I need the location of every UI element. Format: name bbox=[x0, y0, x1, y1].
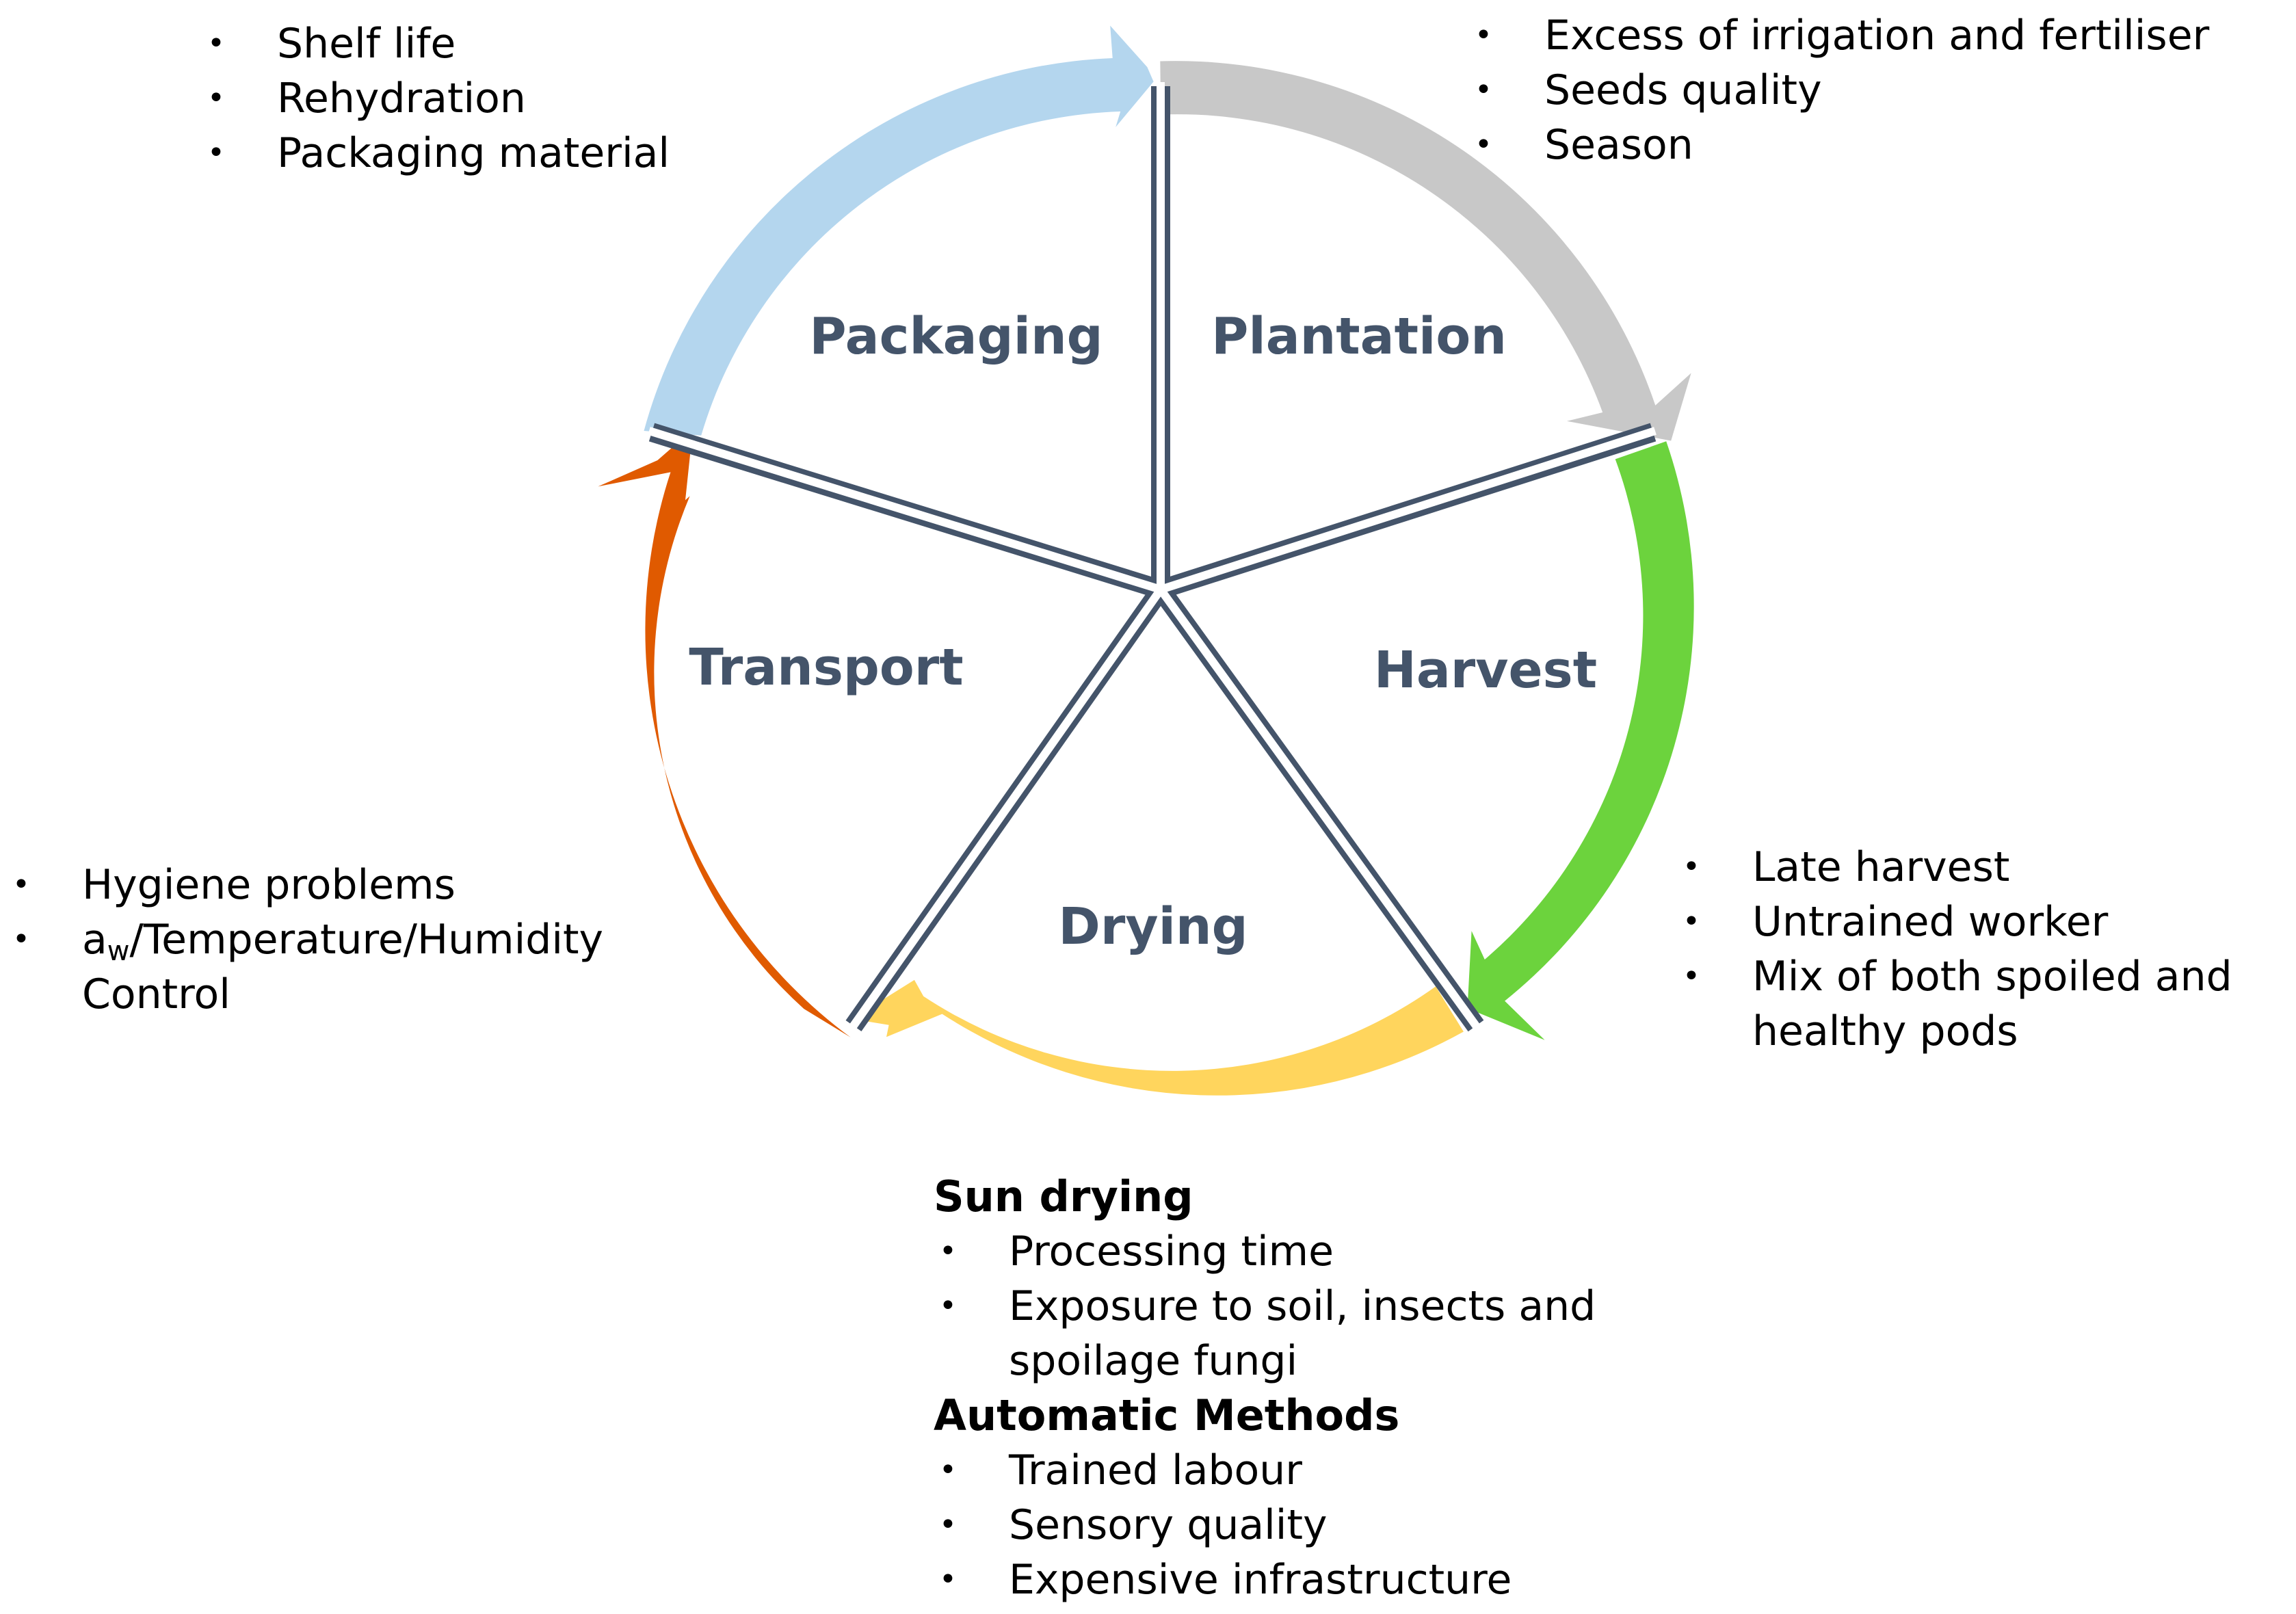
stage-label-plantation: Plantation bbox=[1211, 307, 1507, 366]
aw-subscript: w bbox=[107, 936, 130, 967]
stage-label-harvest: Harvest bbox=[1374, 641, 1597, 700]
sun-drying-heading: Sun drying bbox=[934, 1172, 1193, 1221]
list-item: Untrained worker bbox=[1677, 895, 2293, 949]
aw-symbol: a bbox=[82, 916, 107, 964]
stage-label-transport: Transport bbox=[689, 638, 963, 697]
arrow-harvest bbox=[1467, 441, 1694, 1040]
list-item: Sensory quality bbox=[934, 1498, 1686, 1552]
stage-label-packaging: Packaging bbox=[809, 307, 1103, 366]
harvest-notes: Late harvest Untrained worker Mix of bot… bbox=[1677, 840, 2293, 1059]
arrow-plantation bbox=[1160, 61, 1691, 441]
list-item: Late harvest bbox=[1677, 840, 2293, 895]
stage-label-drying: Drying bbox=[1058, 897, 1248, 956]
list-item: Mix of both spoiled and healthy pods bbox=[1677, 949, 2293, 1059]
arrow-transport bbox=[598, 429, 851, 1037]
arrow-packaging bbox=[644, 25, 1154, 436]
arrow-drying bbox=[852, 979, 1464, 1096]
list-item: Season bbox=[1469, 118, 2209, 172]
sun-drying-notes: Processing time Exposure to soil, insect… bbox=[934, 1224, 1604, 1388]
plantation-notes: Excess of irrigation and fertiliser Seed… bbox=[1469, 8, 2209, 172]
transport-notes: Hygiene problems aw/Temperature/Humidity… bbox=[7, 858, 663, 1022]
list-item: Exposure to soil, insects and spoilage f… bbox=[934, 1279, 1604, 1388]
sector-dividers bbox=[648, 82, 1657, 1032]
list-item: Seeds quality bbox=[1469, 63, 2209, 118]
list-item: Rehydration bbox=[202, 71, 670, 126]
list-item: Expensive infrastructure bbox=[934, 1552, 1686, 1607]
aw-rest-text: /Temperature/Humidity Control bbox=[82, 916, 604, 1018]
list-item: Processing time bbox=[934, 1224, 1604, 1279]
list-item: aw/Temperature/Humidity Control bbox=[7, 912, 663, 1022]
list-item: Excess of irrigation and fertiliser bbox=[1469, 8, 2209, 63]
list-item: Hygiene problems bbox=[7, 858, 663, 912]
list-item: Trained labour bbox=[934, 1443, 1686, 1498]
list-item: Packaging material bbox=[202, 126, 670, 181]
automatic-methods-heading: Automatic Methods bbox=[934, 1390, 1400, 1440]
packaging-notes: Shelf life Rehydration Packaging materia… bbox=[202, 16, 670, 181]
automatic-methods-notes: Trained labour Sensory quality Expensive… bbox=[934, 1443, 1686, 1607]
list-item: Shelf life bbox=[202, 16, 670, 71]
